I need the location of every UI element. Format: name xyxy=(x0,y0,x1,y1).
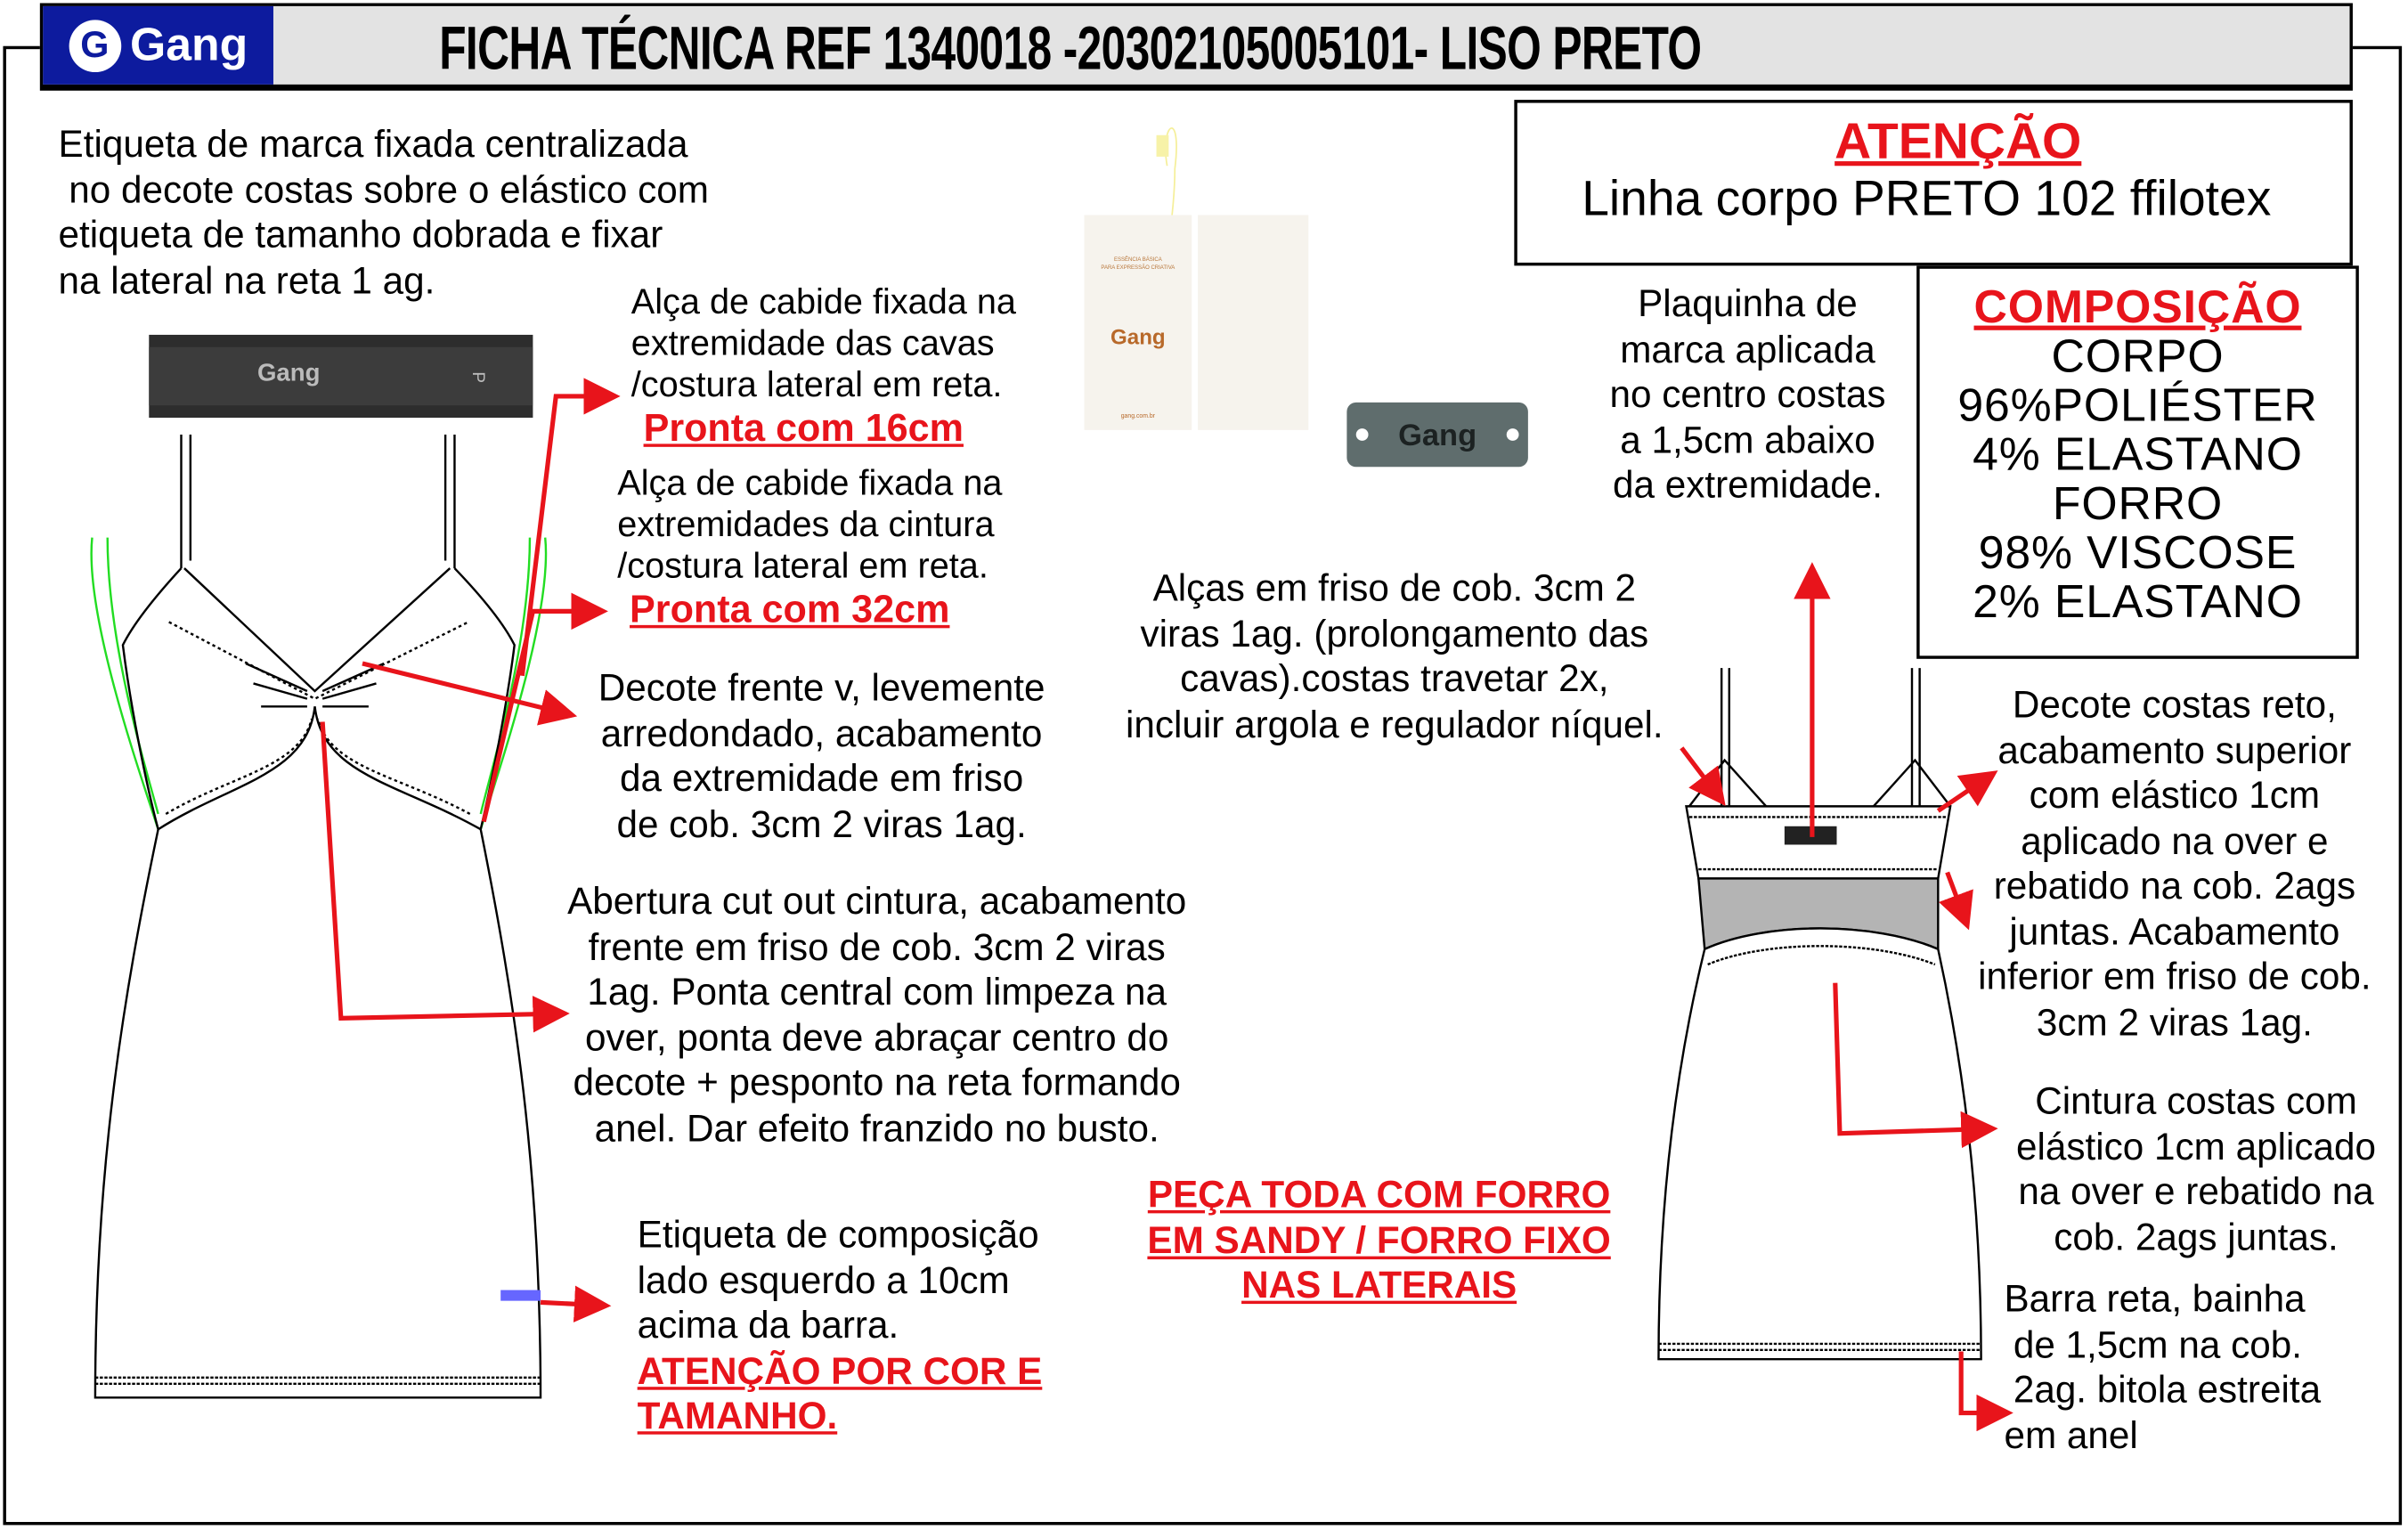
svg-text:gang.com.br: gang.com.br xyxy=(1121,413,1156,419)
composition-line: 2% ELASTANO xyxy=(1973,577,2303,629)
hang-tag-image: ESSÊNCIA BÁSICA PARA EXPRESSÃO CRIATIVA … xyxy=(1079,92,1310,438)
composition-line: 4% ELASTANO xyxy=(1973,429,2303,481)
note-line: arredondado, acabamento xyxy=(600,713,1043,755)
composition-line: CORPO xyxy=(2051,331,2225,383)
note-brand-label: Etiqueta de marca fixada centralizada no… xyxy=(59,123,709,304)
metal-plate-image: Gang xyxy=(1346,402,1528,468)
note-line: over, ponta deve abraçar centro do xyxy=(585,1017,1169,1060)
note-hanger-strap-2: Alça de cabide fixada na extremidades da… xyxy=(617,462,1002,632)
composition-line: 96%POLIÉSTER xyxy=(1957,380,2318,432)
note-line: Alça de cabide fixada na xyxy=(630,281,1016,321)
note-line: Plaquinha de xyxy=(1638,284,1858,326)
note-line: etiqueta de tamanho dobrada e fixar xyxy=(58,215,663,256)
warning-line: PEÇA TODA COM FORRO xyxy=(1147,1175,1611,1217)
note-line: Alça de cabide fixada na xyxy=(617,462,1003,502)
note-line: acima da barra. xyxy=(637,1305,899,1347)
note-line: no centro costas xyxy=(1609,374,1886,417)
note-line: de 1,5cm na cob. xyxy=(2013,1324,2302,1366)
composition-title: COMPOSIÇÃO xyxy=(1973,282,2302,334)
woven-brand-label: Gang P xyxy=(149,334,533,419)
note-back-neckline: Decote costas reto, acabamento superior … xyxy=(1944,683,2404,1046)
composition-box: COMPOSIÇÃO CORPO 96%POLIÉSTER 4% ELASTAN… xyxy=(1916,265,2359,659)
note-line: viras 1ag. (prolongamento das xyxy=(1140,613,1649,655)
note-front-neckline: Decote frente v, levemente arredondado, … xyxy=(568,666,1075,847)
note-back-waist: Cintura costas com elástico 1cm aplicado… xyxy=(1990,1079,2402,1260)
note-line: de cob. 3cm 2 viras 1ag. xyxy=(616,803,1027,846)
note-line: na lateral na reta 1 ag. xyxy=(58,260,435,302)
note-line: da extremidade em friso xyxy=(619,758,1024,801)
note-line: 1ag. Ponta central com limpeza na xyxy=(587,972,1167,1014)
note-composition-label: Etiqueta de composição lado esquerdo a 1… xyxy=(638,1213,1043,1439)
note-line: decote + pesponto na reta formando xyxy=(573,1062,1181,1104)
composition-line: FORRO xyxy=(2052,479,2224,530)
front-dress-drawing xyxy=(90,435,548,1399)
note-line: rebatido na cob. 2ags xyxy=(1993,866,2356,908)
note-hem: Barra reta, bainha de 1,5cm na cob. 2ag.… xyxy=(2004,1278,2321,1459)
warning-line: TAMANHO. xyxy=(637,1396,838,1438)
strap-1-size: Pronta com 16cm xyxy=(643,406,964,451)
note-line: frente em friso de cob. 3cm 2 viras xyxy=(588,926,1166,969)
note-line: a 1,5cm abaixo xyxy=(1620,419,1875,462)
svg-text:P: P xyxy=(468,371,487,383)
warning-line: ATENÇÃO POR COR E xyxy=(637,1350,1043,1393)
note-line: com elástico 1cm xyxy=(2029,775,2321,818)
attention-box: ATENÇÃO Linha corpo PRETO 102 ffilotex xyxy=(1514,100,2353,266)
note-line: extremidade das cavas xyxy=(630,322,995,362)
page-title: FICHA TÉCNICA REF 1340018 -2030210500510… xyxy=(439,15,1702,84)
note-line: extremidades da cintura xyxy=(617,503,995,544)
note-line: acabamento superior xyxy=(1997,729,2352,772)
strap-2-size: Pronta com 32cm xyxy=(630,588,950,631)
lining-warning: PEÇA TODA COM FORRO EM SANDY / FORRO FIX… xyxy=(1106,1174,1653,1310)
note-line: Etiqueta de composição xyxy=(637,1215,1039,1257)
note-line: Etiqueta de marca fixada centralizada xyxy=(58,124,688,167)
back-dress-drawing xyxy=(1657,668,1982,1361)
composition-line: 98% VISCOSE xyxy=(1978,528,2298,580)
note-line: Decote frente v, levemente xyxy=(598,668,1045,710)
note-line: juntas. Acabamento xyxy=(2009,911,2340,954)
note-line: lado esquerdo a 10cm xyxy=(637,1259,1010,1302)
note-line: /costura lateral em reta. xyxy=(630,363,1003,404)
note-line: cavas).costas travetar 2x, xyxy=(1180,658,1609,701)
logo-text: Gang xyxy=(129,19,248,70)
note-line: Decote costas reto, xyxy=(2012,685,2337,727)
note-line: na over e rebatido na xyxy=(2018,1171,2374,1214)
composition-content: COMPOSIÇÃO CORPO 96%POLIÉSTER 4% ELASTAN… xyxy=(1920,282,2356,629)
note-line: elástico 1cm aplicado xyxy=(2016,1126,2376,1168)
note-line: /costura lateral em reta. xyxy=(617,545,988,586)
warning-line: EM SANDY / FORRO FIXO xyxy=(1147,1220,1611,1262)
note-line: Barra reta, bainha xyxy=(2004,1279,2306,1322)
attention-title: ATENÇÃO xyxy=(1834,111,2082,169)
note-line: anel. Dar efeito franzido no busto. xyxy=(594,1108,1159,1150)
warning-line: NAS LATERAIS xyxy=(1241,1265,1517,1307)
note-line: Alças em friso de cob. 3cm 2 xyxy=(1152,568,1637,610)
svg-text:ESSÊNCIA BÁSICA: ESSÊNCIA BÁSICA xyxy=(1114,256,1162,263)
note-line: Cintura costas com xyxy=(2035,1081,2357,1123)
svg-text:PARA EXPRESSÃO CRIATIVA: PARA EXPRESSÃO CRIATIVA xyxy=(1101,264,1175,271)
svg-text:Gang: Gang xyxy=(1110,325,1166,349)
note-hanger-strap-1: Alça de cabide fixada na extremidade das… xyxy=(631,281,1016,452)
note-line: 2ag. bitola estreita xyxy=(2013,1370,2322,1412)
note-line: no decote costas sobre o elástico com xyxy=(58,169,709,212)
logo-g-icon: G xyxy=(69,19,121,72)
note-metal-plate: Plaquinha de marca aplicada no centro co… xyxy=(1582,282,1913,509)
note-line: Abertura cut out cintura, acabamento xyxy=(567,881,1187,924)
note-line: marca aplicada xyxy=(1620,329,1875,371)
note-line: aplicado na over e xyxy=(2021,820,2329,863)
note-waist-cutout: Abertura cut out cintura, acabamento fre… xyxy=(538,880,1216,1152)
attention-text: Linha corpo PRETO 102 ffilotex xyxy=(1582,170,2272,226)
note-line: 3cm 2 viras 1ag. xyxy=(2036,1002,2313,1044)
svg-text:Gang: Gang xyxy=(1398,419,1477,452)
svg-text:Gang: Gang xyxy=(257,359,320,387)
annotation-arrows xyxy=(320,378,2013,1432)
note-line: cob. 2ags juntas. xyxy=(2054,1217,2339,1259)
note-line: em anel xyxy=(2004,1415,2138,1457)
note-line: incluir argola e regulador níquel. xyxy=(1126,704,1664,746)
note-line: da extremidade. xyxy=(1612,465,1883,508)
note-straps: Alças em friso de cob. 3cm 2 viras 1ag. … xyxy=(1094,566,1696,747)
note-line: inferior em friso de cob. xyxy=(1978,956,2371,998)
